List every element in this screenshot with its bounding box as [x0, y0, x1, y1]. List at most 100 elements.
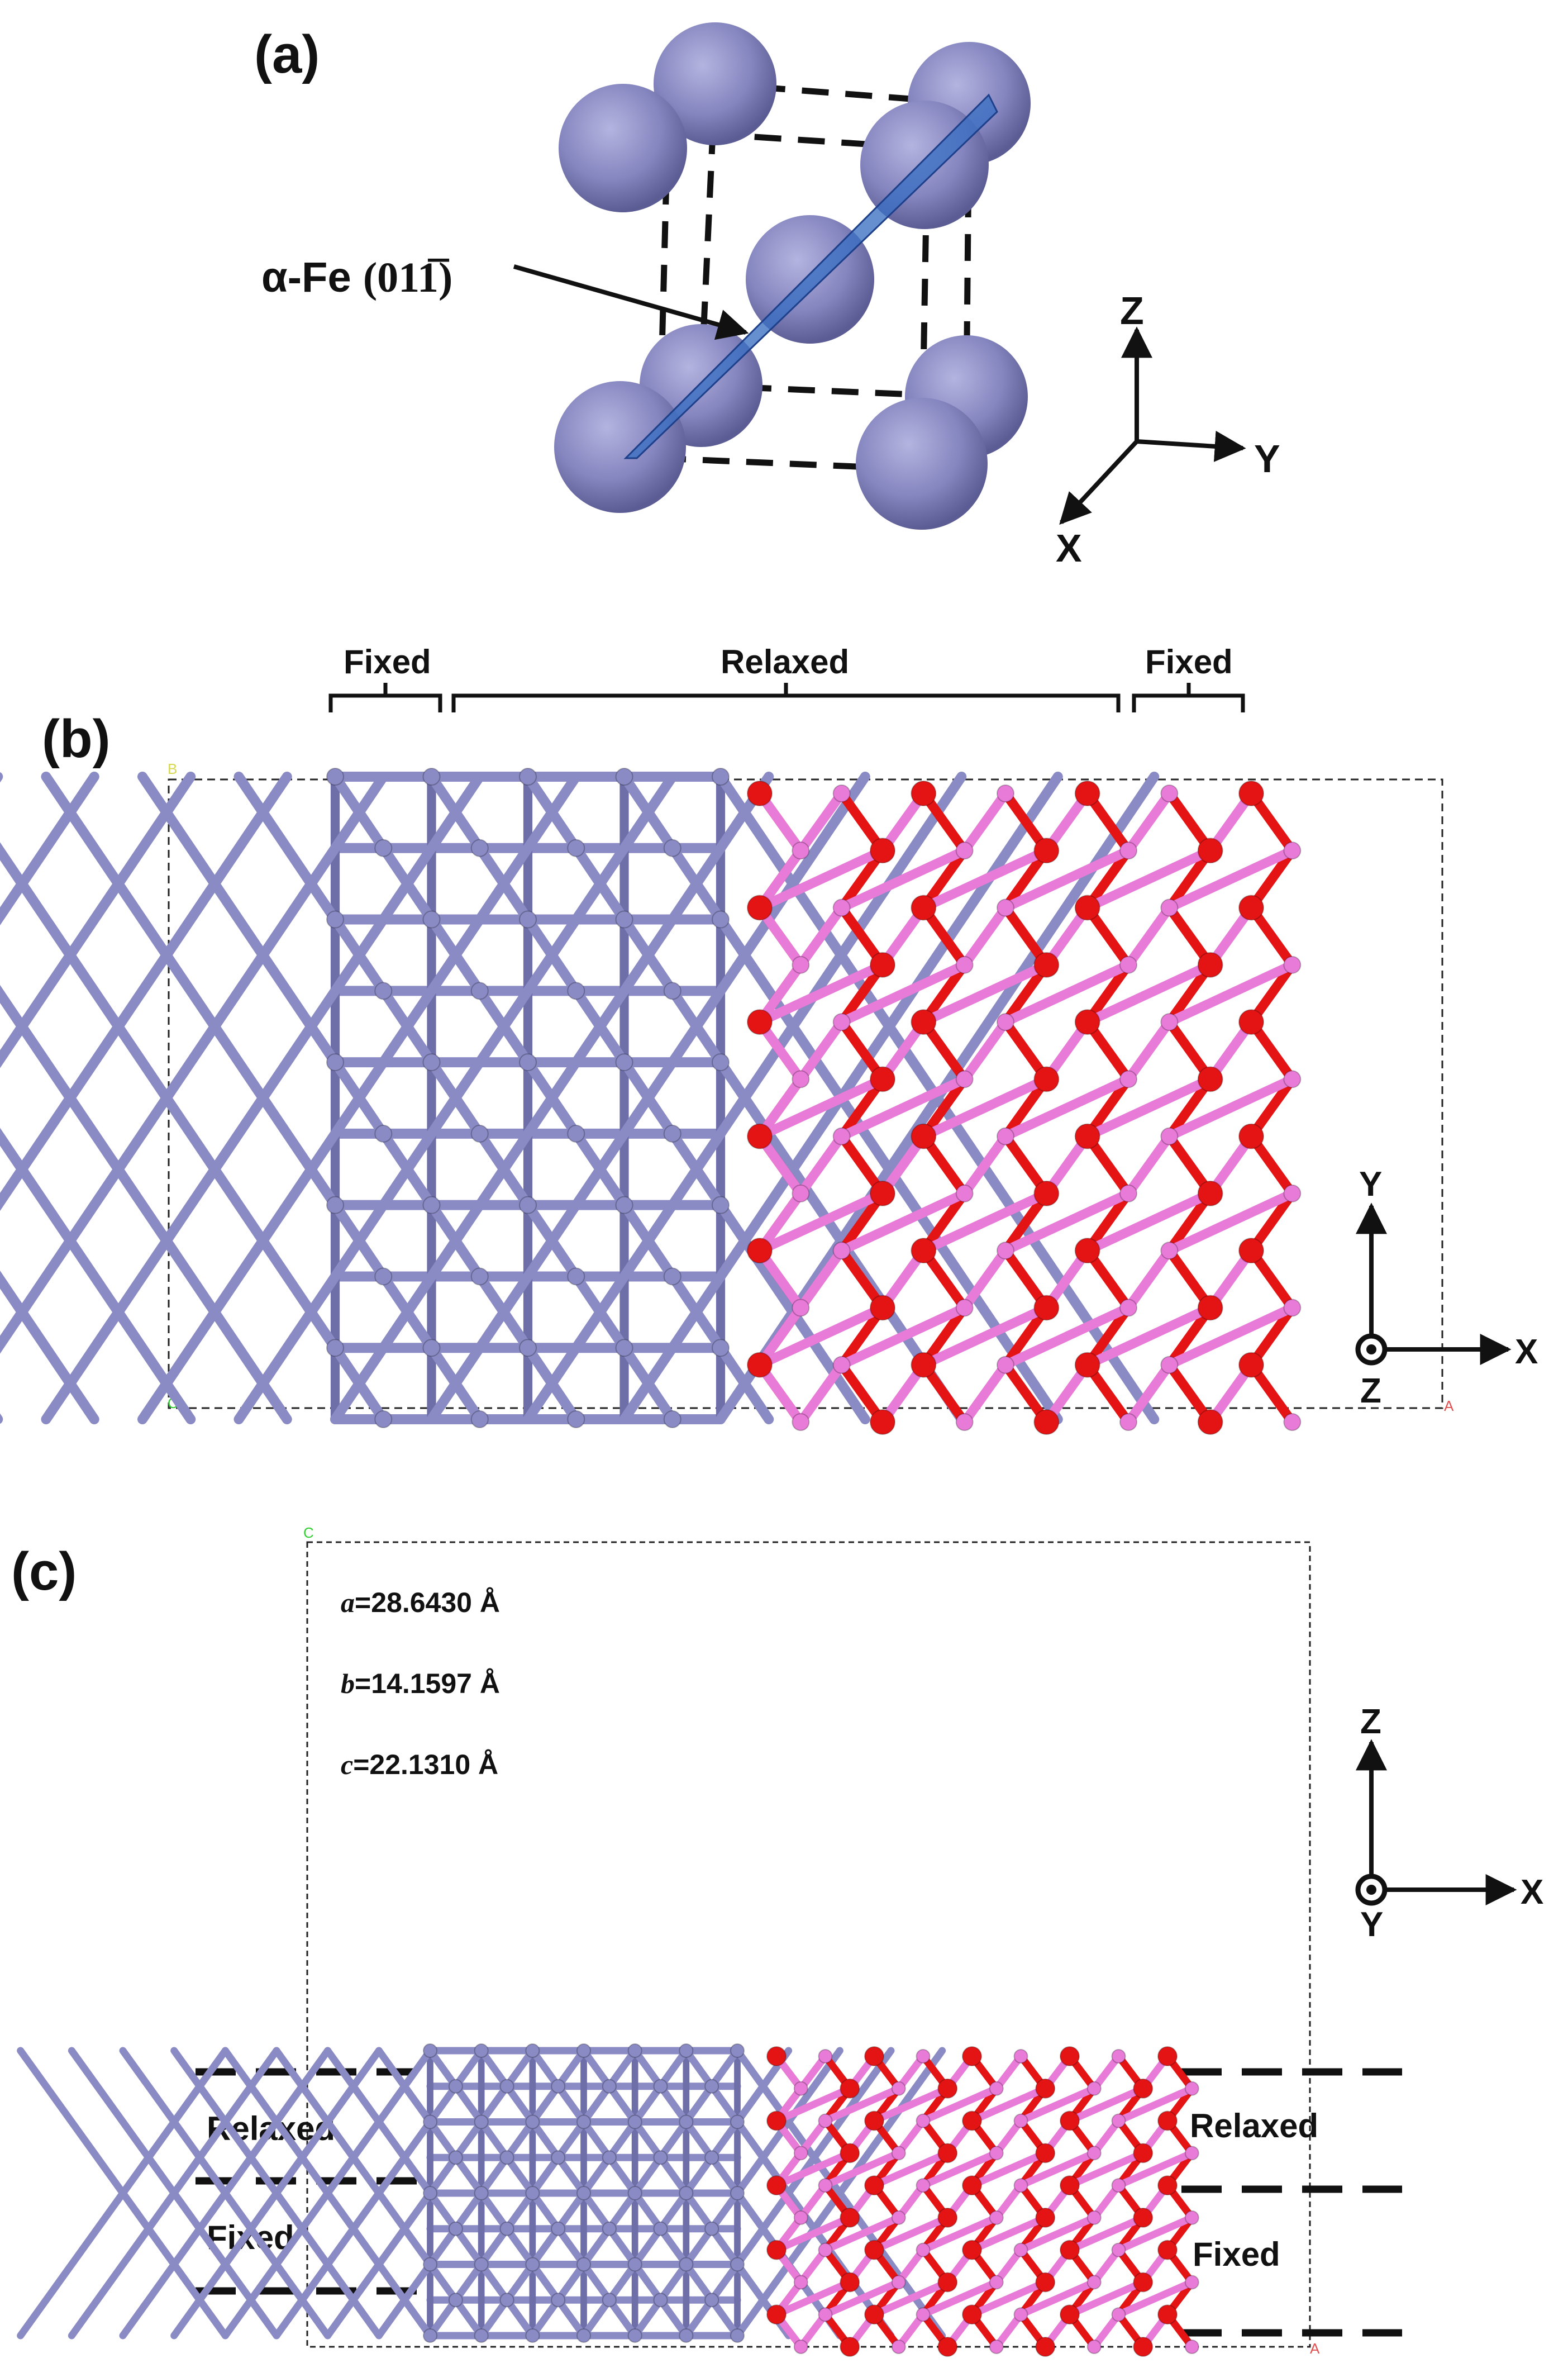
- atom: [911, 1238, 937, 1264]
- atom: [1035, 2337, 1056, 2357]
- bond: [797, 2181, 829, 2222]
- atom: [551, 2079, 566, 2094]
- atom: [615, 1339, 633, 1357]
- bond: [795, 903, 847, 970]
- atom: [818, 2113, 833, 2128]
- atom: [1157, 2046, 1178, 2066]
- bond: [1164, 1188, 1297, 1256]
- region-fixed-right-label: Fixed: [1145, 643, 1233, 681]
- atom: [818, 2307, 833, 2322]
- atom: [474, 2328, 489, 2343]
- bond: [797, 2310, 829, 2351]
- atom: [1074, 1238, 1100, 1264]
- bond: [968, 2085, 1049, 2125]
- atom: [997, 1013, 1014, 1031]
- fe-atom: [554, 381, 686, 513]
- bond: [1090, 2246, 1122, 2286]
- atom: [712, 910, 730, 929]
- atom: [615, 1053, 633, 1072]
- bond: [1123, 788, 1174, 855]
- fe-atom: [856, 398, 988, 530]
- atom: [448, 2150, 463, 2165]
- bond: [822, 2278, 903, 2318]
- atom: [704, 2221, 719, 2236]
- atom: [1119, 1070, 1137, 1088]
- atom: [653, 2221, 668, 2236]
- atom: [422, 1053, 441, 1072]
- atom: [1033, 1409, 1060, 1435]
- bond: [1017, 2278, 1098, 2318]
- atom: [832, 898, 851, 917]
- atom: [997, 1127, 1014, 1145]
- bond: [870, 2149, 951, 2189]
- bond: [1123, 1017, 1174, 1084]
- bond: [1115, 2214, 1196, 2254]
- atom: [576, 2114, 591, 2129]
- atom: [1013, 2242, 1028, 2257]
- atom: [525, 2043, 540, 2058]
- atom: [1035, 2143, 1056, 2164]
- bond: [1017, 2085, 1098, 2125]
- axis-x-label: X: [1056, 526, 1082, 570]
- atom: [602, 2079, 617, 2094]
- atom: [704, 2079, 719, 2094]
- atom: [1060, 2175, 1080, 2196]
- atom: [916, 2113, 931, 2128]
- atom: [519, 768, 537, 786]
- corner-b: B: [168, 760, 177, 777]
- atom: [937, 2337, 958, 2357]
- atom: [627, 2328, 642, 2343]
- atom: [870, 952, 895, 978]
- bond: [960, 1245, 1011, 1313]
- param-b: b=14.1597 Å: [341, 1668, 500, 1699]
- atom: [519, 1053, 537, 1072]
- bond: [1000, 1188, 1133, 1256]
- atom: [955, 955, 974, 974]
- bond: [1066, 2149, 1147, 2189]
- bond: [919, 2278, 1000, 2318]
- atom: [1013, 2307, 1028, 2322]
- bond: [870, 2214, 951, 2254]
- atom: [1133, 2078, 1154, 2099]
- axes-b: Y X Z: [1355, 1165, 1538, 1410]
- bond: [1164, 960, 1297, 1027]
- fe-slab-c: [17, 2043, 946, 2343]
- atom: [962, 2175, 982, 2196]
- atom: [1283, 955, 1302, 974]
- bond: [993, 2310, 1024, 2351]
- bond: [822, 2149, 903, 2189]
- bond: [895, 2117, 927, 2157]
- bond: [960, 788, 1011, 855]
- atom: [474, 2186, 489, 2200]
- atom: [374, 839, 393, 857]
- atom: [870, 1066, 895, 1092]
- atom: [499, 2293, 514, 2308]
- atom: [1060, 2240, 1080, 2260]
- atom: [1184, 2146, 1199, 2161]
- atom: [602, 2221, 617, 2236]
- bond: [1090, 2181, 1122, 2222]
- bond: [918, 1188, 1051, 1256]
- atom: [840, 2207, 860, 2228]
- corner-a: A: [1444, 1397, 1454, 1414]
- panel-a-label: (a): [254, 25, 320, 84]
- bond: [918, 1302, 1051, 1370]
- atom: [1013, 2113, 1028, 2128]
- axis-y-label: Y: [1360, 1905, 1383, 1944]
- bond: [795, 1360, 847, 1427]
- atom: [730, 2328, 745, 2343]
- axis-x-label: X: [1515, 1333, 1538, 1371]
- bond: [918, 845, 1051, 913]
- atom: [470, 1410, 489, 1428]
- atom: [423, 2043, 437, 2058]
- atom: [766, 2304, 787, 2325]
- bond: [773, 2214, 854, 2254]
- atom: [1197, 1409, 1223, 1435]
- atom: [499, 2150, 514, 2165]
- simulation-box-c: [306, 1541, 1311, 2348]
- atom: [793, 2081, 808, 2096]
- bond: [1090, 2117, 1122, 2157]
- atom: [747, 781, 773, 806]
- atom: [1060, 2046, 1080, 2066]
- atom: [448, 2221, 463, 2236]
